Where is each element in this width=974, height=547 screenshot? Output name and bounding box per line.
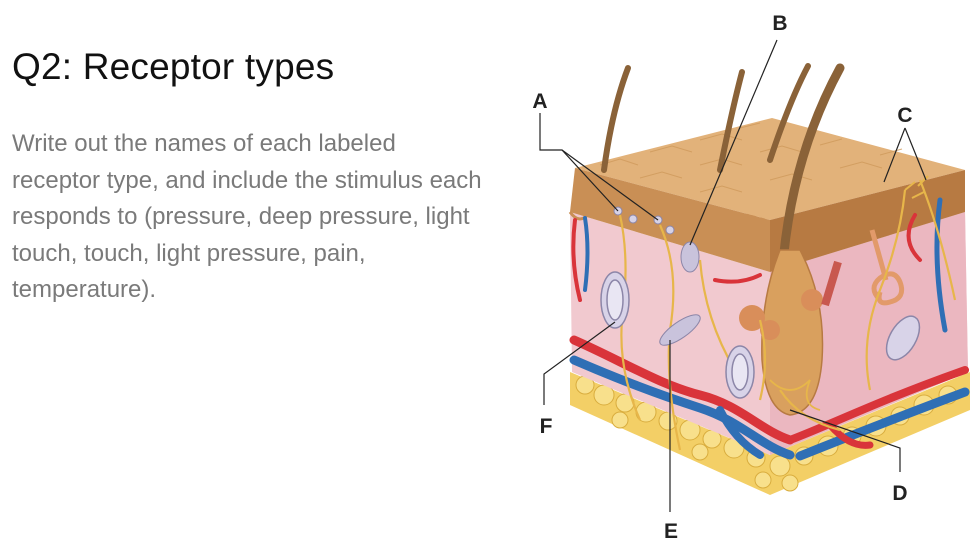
receptor-a-free-endings: [613, 206, 675, 235]
leader-a: [539, 113, 619, 212]
receptor-d-root-plexus: [769, 379, 821, 411]
leader-c2: [904, 127, 927, 181]
receptor-e-ruffini-ending: [659, 314, 701, 346]
leader-b: [689, 39, 778, 246]
receptor-b-meissner-corpuscle: [680, 241, 700, 273]
leader-c1: [883, 127, 906, 183]
label-e: E: [664, 520, 678, 543]
label-c: C: [897, 104, 912, 127]
leader-f: [543, 321, 616, 405]
hair-follicle: [739, 249, 842, 416]
blood-vessels: [569, 197, 970, 461]
receptor-f-pacinian-corpuscle: [600, 271, 921, 399]
receptor-c-hair-plexus: [904, 175, 929, 199]
label-leader-lines: [539, 39, 927, 512]
hair-shafts: [601, 63, 845, 280]
slide-instructions: Write out the names of each labeled rece…: [12, 130, 482, 303]
leader-d: [789, 409, 901, 472]
label-b: B: [772, 12, 787, 35]
label-f: F: [540, 415, 553, 438]
leader-a2: [561, 149, 659, 221]
slide-title: Q2: Receptor types: [12, 46, 335, 87]
label-d: D: [892, 482, 907, 505]
label-a: A: [532, 90, 547, 113]
sweat-gland: [869, 229, 905, 306]
